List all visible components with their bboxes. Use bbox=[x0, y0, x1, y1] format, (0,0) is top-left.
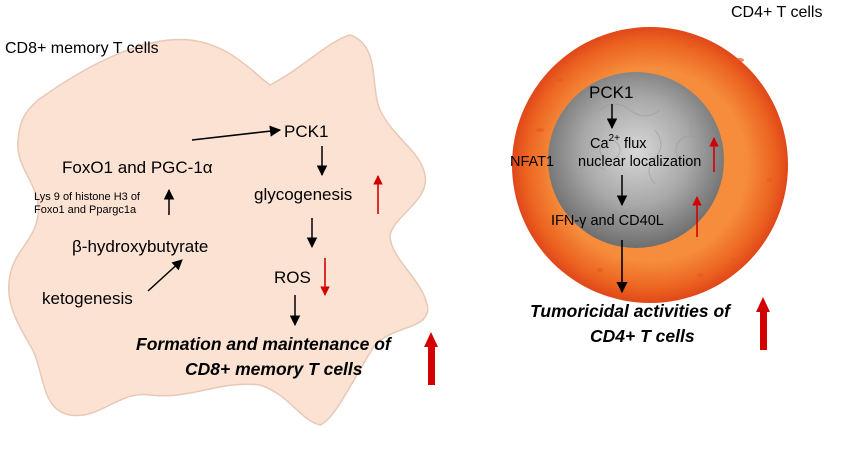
nfat1-label: NFAT1 bbox=[510, 154, 554, 170]
cd8-outcome-line1: Formation and maintenance of bbox=[136, 334, 393, 354]
bhb-label: β-hydroxybutyrate bbox=[72, 237, 208, 256]
nucleus bbox=[548, 72, 724, 248]
ros-label: ROS bbox=[274, 268, 311, 287]
glycogenesis-label: glycogenesis bbox=[254, 185, 352, 204]
foxo-label: FoxO1 and PGC-1α bbox=[62, 158, 213, 177]
cd8-outcome-up-arrow bbox=[424, 332, 438, 385]
ca-flux-label: Ca2+ flux bbox=[590, 133, 647, 152]
ca-superscript: 2+ bbox=[609, 133, 621, 144]
flux-text: flux bbox=[620, 136, 647, 152]
nuclear-localization-label: nuclear localization bbox=[578, 154, 701, 170]
cd8-title: CD8+ memory T cells bbox=[5, 40, 159, 57]
lys-label-line2: Foxo1 and Ppargc1a bbox=[34, 204, 137, 216]
arrow-foxo-to-pck1 bbox=[191, 125, 282, 141]
ca-text: Ca bbox=[590, 136, 609, 152]
arrow-keto-to-bhb bbox=[147, 259, 183, 292]
ketogenesis-label: ketogenesis bbox=[42, 289, 133, 308]
cd4-outcome-line2: CD4+ T cells bbox=[590, 326, 695, 346]
pck1-label-left: PCK1 bbox=[284, 122, 328, 141]
chromatin-texture bbox=[579, 103, 705, 185]
cd8-cell-body bbox=[8, 34, 429, 426]
cd8-outcome-line2: CD8+ memory T cells bbox=[185, 359, 363, 379]
lys-label-line1: Lys 9 of histone H3 of bbox=[34, 191, 141, 203]
pck1-label-right: PCK1 bbox=[589, 83, 633, 102]
cd4-outcome-up-arrow bbox=[756, 297, 770, 350]
cytoplasm-speckles bbox=[536, 43, 773, 277]
ifn-label: IFN-γ and CD40L bbox=[551, 213, 664, 229]
cd4-title: CD4+ T cells bbox=[731, 4, 822, 21]
cd4-outcome-line1: Tumoricidal activities of bbox=[530, 301, 732, 321]
